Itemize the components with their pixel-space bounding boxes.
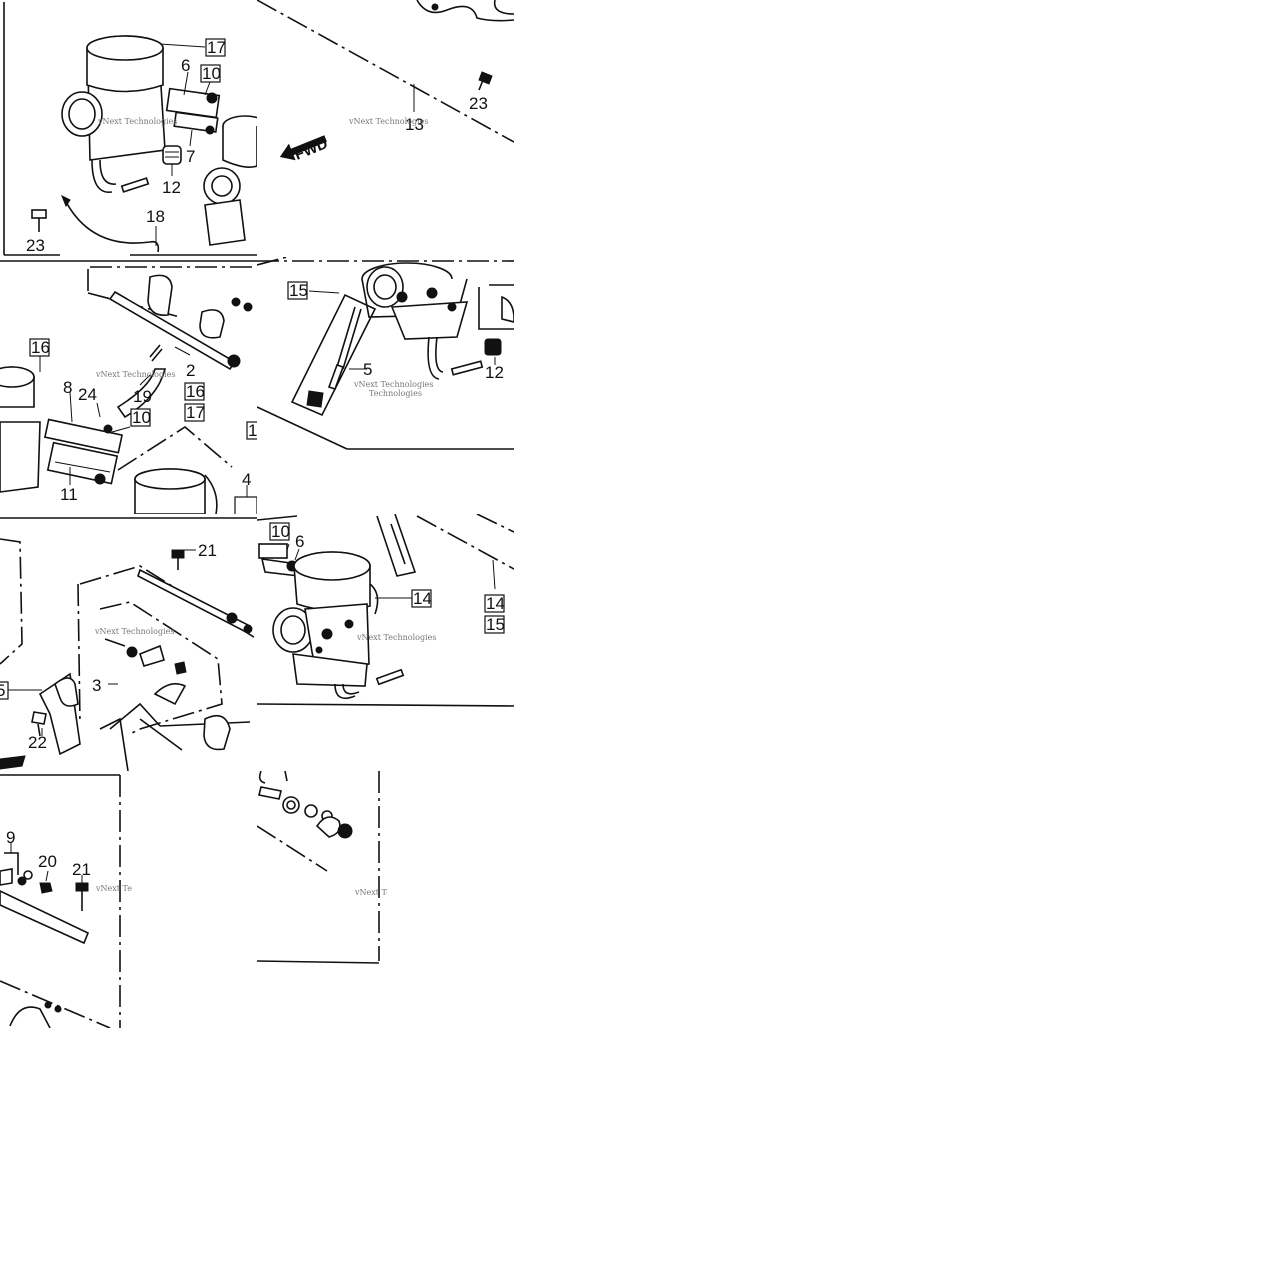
diagram-tile-carburetor-right: 10 6 14 14 15 vNext Technologies	[257, 514, 514, 771]
callout-20: 20	[38, 852, 57, 871]
callout-14b: 14	[486, 594, 505, 613]
callout-15: 15	[486, 615, 505, 634]
callout-13: 13	[405, 115, 424, 134]
fwd-arrow-icon	[279, 135, 327, 161]
carburetor-left-drawing: 17 6 10 7 12 18 23 vNext Technologies	[3, 2, 257, 256]
callout-10: 10	[271, 522, 290, 541]
callout-12: 12	[162, 178, 181, 197]
callout-5: 5	[0, 681, 5, 700]
callout-8: 8	[63, 378, 72, 397]
watermark-text: vNext Te	[95, 884, 132, 893]
callout-14: 14	[413, 589, 432, 608]
linkage-left-drawing: 16 8 24 19 2 16 17 10 15 11 4 vNext Tech…	[0, 260, 257, 514]
callout-17: 17	[186, 403, 205, 422]
diagram-tile-carburetor-left: 17 6 10 7 12 18 23 vNext Technologies	[0, 0, 257, 257]
frame-top-drawing: 13 23 FWD vNext Technologies	[257, 0, 514, 164]
callout-7: 7	[186, 147, 195, 166]
callout-15: 15	[289, 281, 308, 300]
diagram-tile-linkage-left: 16 8 24 19 2 16 17 10 15 11 4 vNext Tech…	[0, 257, 257, 514]
callout-2: 2	[186, 361, 195, 380]
callout-22: 22	[28, 733, 47, 752]
watermark-text: vNext Technologies	[353, 380, 433, 389]
callout-9: 9	[6, 828, 15, 847]
diagram-tile-bracket: 21 5 3 22 vNext Technologies	[0, 514, 257, 771]
watermark-text: vNext Technologies	[97, 117, 177, 126]
callout-21: 21	[72, 860, 91, 879]
callout-10: 10	[132, 408, 151, 427]
diagram-tile-shaft-bottom: 9 20 21 vNext Te	[0, 771, 257, 1028]
bracket-drawing: 21 5 3 22 vNext Technologies	[0, 517, 257, 771]
watermark-text: vNext Technologies	[348, 117, 428, 126]
diagram-tile-frame-top: 13 23 FWD vNext Technologies	[257, 0, 514, 257]
diagram-tile-carburetor-mid: 15 5 12 vNext Technologies Technologies	[257, 257, 514, 514]
callout-12: 12	[485, 363, 504, 382]
callout-6: 6	[295, 532, 304, 551]
callout-19: 19	[133, 387, 152, 406]
carburetor-mid-drawing: 15 5 12 vNext Technologies Technologies	[257, 257, 514, 450]
washers-drawing: vNext Te	[257, 771, 387, 964]
callout-23: 23	[469, 94, 488, 113]
callout-4: 4	[242, 470, 251, 489]
watermark-text-2: Technologies	[369, 389, 422, 398]
fwd-label: FWD	[292, 135, 330, 164]
shaft-bottom-drawing: 9 20 21 vNext Te	[0, 774, 132, 1028]
callout-23: 23	[26, 236, 45, 255]
callout-16: 16	[31, 338, 50, 357]
watermark-text: vNext Technologies	[94, 627, 174, 636]
callout-21: 21	[198, 541, 217, 560]
watermark-text: vNext Te	[354, 888, 387, 897]
callout-6: 6	[181, 56, 190, 75]
callout-10: 10	[202, 64, 221, 83]
callout-18: 18	[146, 207, 165, 226]
callout-11: 11	[60, 485, 78, 504]
watermark-text: vNext Technologies	[356, 633, 436, 642]
diagram-tile-washers: vNext Te	[257, 771, 387, 971]
watermark-text: vNext Technologies	[95, 370, 175, 379]
callout-5: 5	[363, 360, 372, 379]
callout-15: 15	[248, 421, 257, 440]
callout-24: 24	[78, 385, 97, 404]
callout-3: 3	[92, 676, 101, 695]
callout-16b: 16	[186, 382, 205, 401]
carburetor-right-drawing: 10 6 14 14 15 vNext Technologies	[257, 514, 514, 707]
callout-17: 17	[207, 38, 226, 57]
